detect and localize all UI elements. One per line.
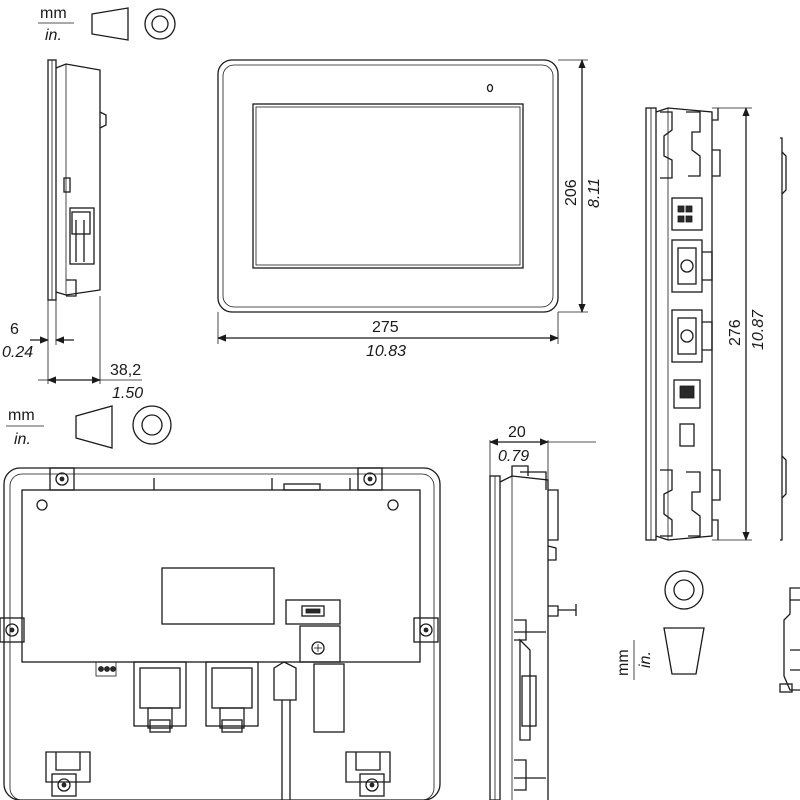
unit-legend-top: mm in. xyxy=(38,5,176,44)
dim-bezel-mm: 6 xyxy=(10,321,19,338)
legend-mm-label-2: mm xyxy=(8,407,35,424)
front-view: 275 10.83 206 8.11 xyxy=(217,59,603,360)
dim-bezel-in: 0.24 xyxy=(2,344,33,361)
mount-clip-icon xyxy=(345,751,391,797)
legend-mm-label: mm xyxy=(40,5,67,22)
screw-icon xyxy=(387,499,399,511)
partial-side-view xyxy=(779,587,800,693)
legend-in-label-3: in. xyxy=(637,651,654,668)
dim-front-width-mm: 275 xyxy=(372,319,399,336)
unit-legend-bottom: mm in. xyxy=(615,570,705,680)
mount-clip-icon xyxy=(45,751,91,797)
screw-icon xyxy=(36,499,48,511)
screw-symbol-icon xyxy=(91,7,176,41)
unit-legend-middle: mm in. xyxy=(6,405,172,449)
legend-mm-label-3: mm xyxy=(615,649,632,676)
right-side-view: 276 10.87 xyxy=(645,107,787,541)
dim-front-height-in: 8.11 xyxy=(586,178,603,208)
mount-clip-icon xyxy=(0,617,25,643)
mount-clip-icon xyxy=(49,467,75,491)
dim-front-width-in: 10.83 xyxy=(366,343,406,360)
legend-in-label: in. xyxy=(45,27,62,44)
serial-port-icon xyxy=(205,661,259,733)
dim-front-height-mm: 206 xyxy=(563,179,580,206)
ethernet-cable-icon xyxy=(273,661,297,800)
dim-mount-depth-in: 0.79 xyxy=(498,448,529,465)
screw-symbol-icon-2 xyxy=(75,405,172,449)
dim-side-height-mm: 276 xyxy=(727,319,744,346)
camera-icon xyxy=(486,83,494,93)
mounted-side-view: 20 0.79 xyxy=(489,424,596,800)
ground-screw-icon xyxy=(311,641,325,655)
mount-clip-icon xyxy=(413,617,439,643)
legend-in-label-2: in. xyxy=(14,431,31,448)
dim-depth-in: 1.50 xyxy=(112,385,143,402)
rear-view xyxy=(0,467,441,800)
left-side-view: 6 0.24 38,2 1.50 xyxy=(2,59,143,402)
screw-symbol-icon-3 xyxy=(663,570,705,675)
serial-port-icon xyxy=(133,661,187,733)
dim-depth-mm: 38,2 xyxy=(110,362,141,379)
dim-mount-depth-mm: 20 xyxy=(508,424,526,441)
dim-side-height-in: 10.87 xyxy=(750,309,767,350)
mount-clip-icon xyxy=(357,467,383,491)
